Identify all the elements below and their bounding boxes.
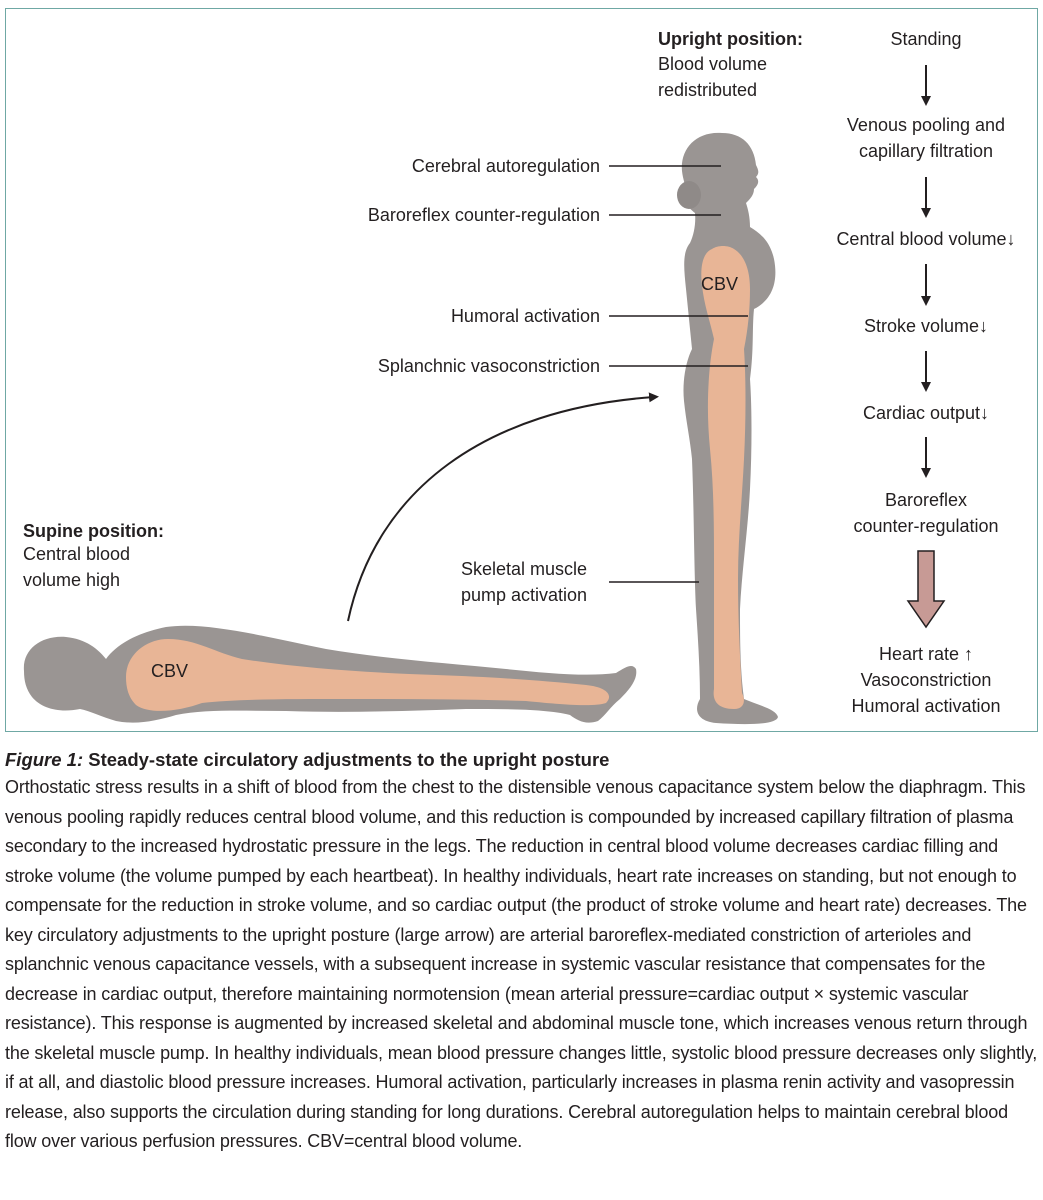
caption-body: Orthostatic stress results in a shift of… <box>5 777 1038 1151</box>
upright-line2: redistributed <box>658 80 758 100</box>
flow-result-vasoconstriction: Vasoconstriction <box>860 670 992 690</box>
figure-illustration <box>23 65 946 725</box>
figure-caption: Figure 1: Steady-state circulatory adjus… <box>5 747 1038 1157</box>
flow-step-venous-pooling-line2: capillary filtration <box>858 141 994 161</box>
cbv-label-supine: CBV <box>151 661 189 681</box>
upright-heading: Upright position: <box>658 27 803 52</box>
flow-step-baroreflex-line1: Baroreflex <box>884 490 968 510</box>
flow-step-central-blood-volume: Central blood volume↓ <box>836 229 1016 249</box>
supine-blood-region <box>126 639 610 711</box>
upright-heading-title: Upright position: <box>658 29 803 49</box>
callout-lines <box>609 165 748 583</box>
caption-title-text: Steady-state circulatory adjustments to … <box>88 749 610 770</box>
upright-line1: Blood volume <box>658 54 768 74</box>
callout-splanchnic: Splanchnic vasoconstriction <box>377 356 600 376</box>
callout-baroreflex: Baroreflex counter-regulation <box>367 205 600 225</box>
flow-result-heart-rate: Heart rate ↑ <box>878 644 974 664</box>
supine-heading: Supine position: <box>23 521 164 541</box>
callout-humoral: Humoral activation <box>450 306 600 326</box>
supine-line2: volume high <box>23 570 121 590</box>
figure-panel: Upright position: Blood volume redistrib… <box>5 8 1038 732</box>
callout-cerebral: Cerebral autoregulation <box>411 156 600 176</box>
callout-skeletal-line2: pump activation <box>460 585 588 605</box>
callout-skeletal-line1: Skeletal muscle <box>460 559 588 579</box>
supine-line1: Central blood <box>23 544 131 564</box>
posture-change-arrow <box>347 392 659 622</box>
flow-step-cardiac-output: Cardiac output↓ <box>862 403 990 423</box>
flow-result-humoral-activation: Humoral activation <box>851 696 1001 716</box>
caption-title: Figure 1: Steady-state circulatory adjus… <box>5 747 1038 773</box>
standing-blood-region <box>701 246 750 709</box>
cbv-label-standing: CBV <box>701 274 739 294</box>
caption-label: Figure 1: <box>5 749 84 770</box>
flow-step-standing: Standing <box>890 29 962 49</box>
flow-step-venous-pooling-line1: Venous pooling and <box>846 115 1006 135</box>
flow-step-stroke-volume: Stroke volume↓ <box>863 316 989 336</box>
flow-step-baroreflex-line2: counter-regulation <box>853 516 999 536</box>
large-result-arrow <box>906 550 946 629</box>
